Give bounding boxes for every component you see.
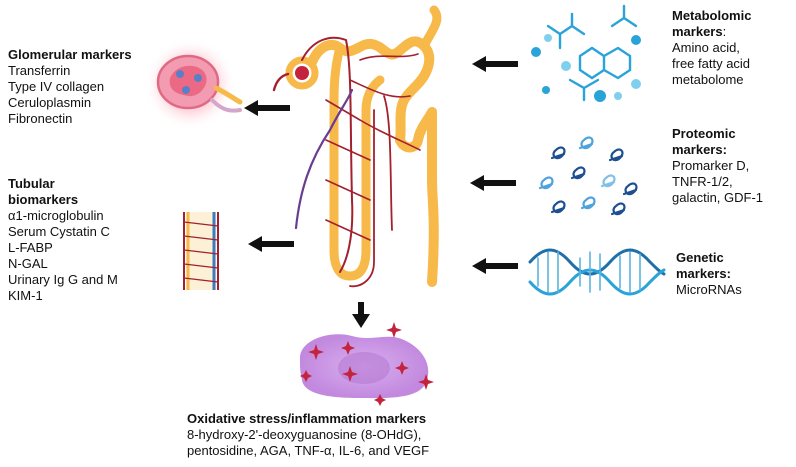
genetic-markers-block: Genetic markers: MicroRNAs xyxy=(676,250,742,298)
proteomic-marker-item: TNFR-1/2, xyxy=(672,174,733,189)
arrow-left-icon xyxy=(470,175,516,191)
glomerulus-capillary-shape xyxy=(295,66,309,80)
proteomic-title-line2: markers: xyxy=(672,142,727,157)
arrow-left-icon xyxy=(248,236,294,252)
metabolomic-title-line1: Metabolomic xyxy=(672,8,752,23)
nephron-icon xyxy=(272,5,442,288)
arrow-down-icon xyxy=(352,302,370,328)
proteomic-marker-item: galactin, GDF-1 xyxy=(672,190,764,205)
genetic-title-line1: Genetic xyxy=(676,250,724,265)
metabolomic-marker-item: Amino acid, xyxy=(672,40,740,55)
metabolomic-title-line2: markers xyxy=(672,24,723,39)
metabolomic-marker-item: metabolome xyxy=(672,72,744,87)
metabolomic-marker-item: free fatty acid xyxy=(672,56,751,71)
glomerular-markers-title: Glomerular markers xyxy=(8,47,132,62)
oxidative-line2: pentosidine, AGA, TNF-α, IL-6, and VEGF xyxy=(187,443,430,458)
tubular-title-line2: biomarkers xyxy=(8,192,79,207)
oxidative-title: Oxidative stress/inflammation markers xyxy=(187,411,427,426)
tubule-segment-icon xyxy=(183,212,219,290)
tubular-marker-item: Urinary Ig G and M xyxy=(8,272,118,287)
protein-clusters-icon xyxy=(538,136,638,216)
glomerular-markers-block: Glomerular markers Transferrin Type IV c… xyxy=(8,47,132,127)
loop-of-henle-shape xyxy=(329,43,385,281)
afferent-arteriole-shape xyxy=(272,72,290,92)
arrows xyxy=(244,56,518,328)
inflammation-stars xyxy=(300,322,434,406)
proteomic-markers-block: Proteomic markers: Promarker D, TNFR-1/2… xyxy=(672,126,763,206)
inflamed-cell-icon xyxy=(299,334,429,399)
peritubular-capillary-shape xyxy=(325,53,421,241)
glomerular-marker-item: Ceruloplasmin xyxy=(8,95,92,110)
metabolomic-title-colon: : xyxy=(722,24,727,39)
arrow-left-icon xyxy=(472,56,518,72)
collecting-duct-shape xyxy=(395,107,439,287)
vein-shape xyxy=(294,88,354,230)
tubular-marker-item: KIM-1 xyxy=(8,288,43,303)
dna-helix-icon xyxy=(528,248,666,296)
genetic-title-line2: markers: xyxy=(676,266,731,281)
collecting-duct-top-shape xyxy=(419,5,442,51)
tubular-marker-item: Serum Cystatin C xyxy=(8,224,110,239)
genetic-marker-item: MicroRNAs xyxy=(676,282,742,297)
arrow-left-icon xyxy=(472,258,518,274)
tubular-marker-item: N-GAL xyxy=(8,256,48,271)
vessel-loop-shape xyxy=(349,95,393,288)
oxidative-markers-block: Oxidative stress/inflammation markers 8-… xyxy=(187,411,429,459)
oxidative-line1: 8-hydroxy-2'-deoxyguanosine (8-OHdG), xyxy=(187,427,422,442)
glomerular-marker-item: Type IV collagen xyxy=(8,79,105,94)
glomerular-marker-item: Transferrin xyxy=(8,63,71,78)
proteomic-title-line1: Proteomic xyxy=(672,126,736,141)
arrow-left-icon xyxy=(244,100,290,116)
tubular-marker-item: L-FABP xyxy=(8,240,53,255)
proteomic-marker-item: Promarker D, xyxy=(672,158,750,173)
metabolomic-markers-block: Metabolomic markers: Amino acid, free fa… xyxy=(672,8,751,88)
glomerular-marker-item: Fibronectin xyxy=(8,111,73,126)
tubular-title-line1: Tubular xyxy=(8,176,55,191)
metabolite-molecules-icon xyxy=(531,4,641,102)
vasa-recta-shape xyxy=(301,36,354,273)
tubular-marker-item: α1-microglobulin xyxy=(8,208,104,223)
glomerulus-icon xyxy=(144,38,243,130)
tubular-biomarkers-block: Tubular biomarkers α1-microglobulin Seru… xyxy=(8,176,118,304)
